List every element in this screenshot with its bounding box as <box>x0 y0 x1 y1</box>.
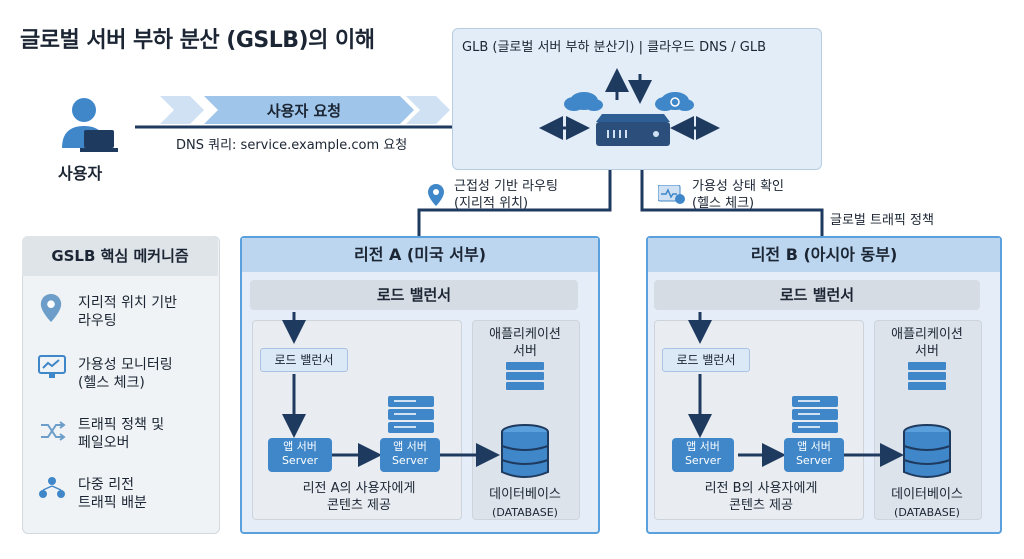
traffic-policy-label: 글로벌 트래픽 정책 <box>830 213 934 228</box>
server-rack-icon <box>908 362 946 390</box>
region-b-load-balancer: 로드 밸런서 <box>654 280 980 310</box>
mechanism-item-2-line-2: (헬스 체크) <box>78 375 145 391</box>
region-b-caption-line-2: 콘텐츠 제공 <box>729 498 793 513</box>
mechanism-item-1-line-2: 라우팅 <box>78 313 117 329</box>
proximity-routing-label-2: (지리적 위치) <box>454 196 529 211</box>
mechanism-item-3-line-2: 페일오버 <box>78 435 130 451</box>
region-a-app-server-1-label: 앱 서버 <box>283 440 317 453</box>
map-pin-icon <box>40 294 62 326</box>
database-icon <box>501 424 549 478</box>
region-a-inner-load-balancer: 로드 밸런서 <box>260 348 348 372</box>
health-check-label-2: (헬스 체크) <box>692 196 755 211</box>
region-a-app-server-1-sub: Server <box>281 454 319 467</box>
users-network-icon <box>38 476 66 506</box>
mechanism-item-1-line-1: 지리적 위치 기반 <box>78 295 178 311</box>
region-b-app-server-1-sub: Server <box>684 454 722 467</box>
server-rack-icon <box>792 396 838 433</box>
region-a-db-sub: (DATABASE) <box>492 506 558 519</box>
user-label: 사용자 <box>58 164 103 183</box>
region-b-app-server-2-sub: Server <box>795 454 833 467</box>
region-b-app-server-2: 앱 서버 Server <box>784 438 844 472</box>
proximity-routing-label-1: 근접성 기반 라우팅 <box>454 179 558 194</box>
request-banner-label: 사용자 요청 <box>266 102 342 120</box>
mechanisms-panel <box>22 236 220 534</box>
region-a-app-server-label-2: 서버 <box>513 344 537 359</box>
load-balancer-device-icon <box>596 114 670 146</box>
mechanism-item-3-line-1: 트래픽 정책 및 <box>78 417 165 433</box>
dns-query-label: DNS 쿼리: service.example.com 요청 <box>176 138 408 153</box>
region-b-db-sub: (DATABASE) <box>894 506 960 519</box>
mechanism-item-4-line-2: 트래픽 배분 <box>78 495 147 511</box>
region-a-caption: 리전 A의 사용자에게 콘텐츠 제공 <box>264 480 454 514</box>
region-b-app-server-label-2: 서버 <box>915 344 939 359</box>
mechanisms-title: GSLB 핵심 메커니즘 <box>22 236 218 276</box>
region-b-app-server-1: 앱 서버 Server <box>672 438 734 472</box>
region-a-title: 리전 A (미국 서부) <box>242 238 598 272</box>
page-title: 글로벌 서버 부하 분산 (GSLB)의 이해 <box>20 28 375 53</box>
region-a-app-server-2: 앱 서버 Server <box>380 438 440 472</box>
region-a-caption-line-2: 콘텐츠 제공 <box>327 498 391 513</box>
health-check-label-1: 가용성 상태 확인 <box>692 179 784 194</box>
request-banner <box>160 96 450 128</box>
cloud-sync-icon <box>655 92 694 111</box>
region-a-caption-line-1: 리전 A의 사용자에게 <box>302 481 416 496</box>
map-pin-icon <box>428 184 444 210</box>
region-b-app-server-label: 애플리케이션 서버 <box>874 326 980 360</box>
region-b-title: 리전 B (아시아 동부) <box>648 238 1000 272</box>
region-a-app-server-2-sub: Server <box>391 454 429 467</box>
region-a-arrows <box>282 312 500 467</box>
mechanism-item-2-line-1: 가용성 모니터링 <box>78 357 173 373</box>
region-a-db-panel <box>472 320 580 520</box>
glb-title: GLB (글로벌 서버 부하 분산기) | 클라우드 DNS / GLB <box>462 40 766 55</box>
region-b-caption-line-1: 리전 B의 사용자에게 <box>704 481 818 496</box>
mechanism-item-4-line-1: 다중 리전 <box>78 477 134 493</box>
region-a-app-server-1: 앱 서버 Server <box>268 438 332 472</box>
database-icon <box>903 424 951 478</box>
glb-device-group <box>539 68 720 146</box>
health-check-icon <box>657 184 686 209</box>
user-icon <box>56 96 118 156</box>
region-a-app-server-label-1: 애플리케이션 <box>489 327 561 342</box>
monitor-chart-icon <box>38 355 66 383</box>
region-a-load-balancer: 로드 밸런서 <box>250 280 578 310</box>
region-b-arrows <box>688 312 904 467</box>
region-b-app-server-label-1: 애플리케이션 <box>891 327 963 342</box>
region-b-db-panel <box>874 320 982 520</box>
region-b-inner-load-balancer: 로드 밸런서 <box>662 348 750 372</box>
region-b-caption: 리전 B의 사용자에게 콘텐츠 제공 <box>666 480 856 514</box>
server-rack-icon <box>388 396 434 433</box>
region-b-app-server-2-label: 앱 서버 <box>797 440 831 453</box>
region-a-db-label: 데이터베이스 <box>489 487 561 502</box>
region-a-app-server-2-label: 앱 서버 <box>393 440 427 453</box>
region-b-db-label: 데이터베이스 <box>891 487 963 502</box>
server-rack-icon <box>506 362 544 390</box>
region-b-app-server-1-label: 앱 서버 <box>686 440 720 453</box>
shuffle-icon <box>40 420 66 446</box>
cloud-icon <box>564 92 603 111</box>
region-a-app-server-label: 애플리케이션 서버 <box>472 326 578 360</box>
